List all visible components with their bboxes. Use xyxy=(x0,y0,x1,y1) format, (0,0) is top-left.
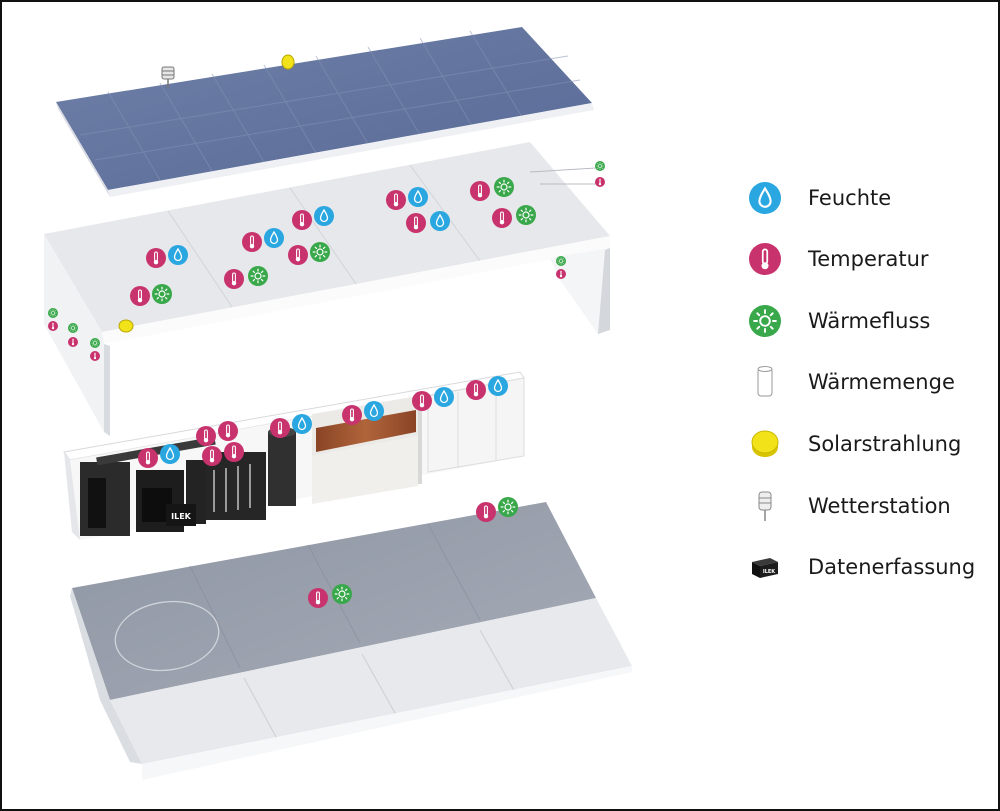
humidity-sensor-icon xyxy=(314,206,334,226)
side-temperature-sensor-icon xyxy=(595,176,605,188)
heatflux-sensor-icon xyxy=(498,497,518,517)
heatflux-sensor-icon xyxy=(310,242,330,262)
side-heatflux-sensor-icon xyxy=(48,307,58,319)
side-heatflux-sensor-icon xyxy=(90,337,100,349)
temperature-sensor-icon xyxy=(470,181,490,201)
temperature-sensor-icon xyxy=(130,286,150,306)
temperature-sensor-icon xyxy=(202,446,222,466)
legend-label: Feuchte xyxy=(808,186,892,210)
temperature-sensor-icon xyxy=(218,421,238,441)
humidity-icon xyxy=(748,181,782,215)
roof-right-wall xyxy=(550,248,610,334)
legend-label: Wärmemenge xyxy=(808,370,955,394)
service-core-layer: ILEK xyxy=(63,371,525,540)
temperature-sensor-icon xyxy=(196,426,216,446)
heat-quantity-icon xyxy=(748,365,782,399)
data-acquisition-box-label: ILEK xyxy=(171,512,192,521)
temperature-sensor-icon xyxy=(224,442,244,462)
humidity-sensor-icon xyxy=(430,211,450,231)
svg-text:ILEK: ILEK xyxy=(763,569,776,575)
legend-label: Datenerfassung xyxy=(808,555,976,579)
legend-label: Temperatur xyxy=(808,247,929,271)
roof-solar-sensor-icon xyxy=(118,319,134,333)
side-temperature-sensor-icon xyxy=(556,268,566,280)
data-acquisition-icon: ILEK xyxy=(748,550,782,584)
temperature-sensor-icon xyxy=(146,248,166,268)
side-temperature-sensor-icon xyxy=(48,320,58,332)
temperature-sensor-icon xyxy=(138,448,158,468)
temperature-sensor-icon xyxy=(386,190,406,210)
temperature-sensor-icon xyxy=(342,405,362,425)
roof-left-wall xyxy=(44,234,104,432)
temperature-sensor-icon xyxy=(224,269,244,289)
legend-label: Wetterstation xyxy=(808,494,951,518)
data-acquisition-box: ILEK xyxy=(166,504,196,526)
heatflux-sensor-icon xyxy=(152,284,172,304)
humidity-sensor-icon xyxy=(488,376,508,396)
temperature-sensor-icon xyxy=(242,232,262,252)
temperature-sensor-icon xyxy=(406,213,426,233)
floor-round-marking xyxy=(114,600,220,672)
legend-item-datenerfassung: ILEK Datenerfassung xyxy=(748,547,975,587)
floor-slab-layer xyxy=(70,502,632,780)
legend-item-waermefluss: Wärmefluss xyxy=(748,301,930,341)
solar-radiation-icon xyxy=(748,427,782,461)
temperature-sensor-icon xyxy=(308,588,328,608)
humidity-sensor-icon xyxy=(434,387,454,407)
floor-top-surface xyxy=(72,502,596,700)
solar-radiation-sensor-icon xyxy=(281,54,295,70)
heatflux-icon xyxy=(748,304,782,338)
humidity-sensor-icon xyxy=(364,401,384,421)
solar-panel-edge xyxy=(108,103,594,197)
humidity-sensor-icon xyxy=(408,187,428,207)
floor-front-slope xyxy=(110,598,632,764)
legend-item-feuchte: Feuchte xyxy=(748,178,891,218)
legend-item-temperatur: Temperatur xyxy=(748,239,929,279)
temperature-sensor-icon xyxy=(270,418,290,438)
side-temperature-sensor-icon xyxy=(90,350,100,362)
side-heatflux-sensor-icon xyxy=(68,322,78,334)
legend-item-waermemenge: Wärmemenge xyxy=(748,362,955,402)
solar-panel-surface xyxy=(56,27,592,190)
heatflux-sensor-icon xyxy=(248,266,268,286)
heatflux-sensor-icon xyxy=(516,205,536,225)
heatflux-sensor-icon xyxy=(332,584,352,604)
humidity-sensor-icon xyxy=(168,245,188,265)
side-heatflux-sensor-icon xyxy=(595,160,605,172)
temperature-sensor-icon xyxy=(492,208,512,228)
temperature-sensor-icon xyxy=(466,380,486,400)
weather-station-icon xyxy=(748,489,782,523)
wooden-storage xyxy=(312,396,422,504)
roof-top-surface xyxy=(44,142,610,332)
humidity-sensor-icon xyxy=(264,228,284,248)
roof-front-edge xyxy=(102,236,610,344)
temperature-sensor-icon xyxy=(292,210,312,230)
side-temperature-sensor-icon xyxy=(68,336,78,348)
legend-label: Wärmefluss xyxy=(808,309,931,333)
heatflux-sensor-icon xyxy=(494,177,514,197)
weather-station-icon xyxy=(161,66,175,88)
thermometer-icon xyxy=(748,242,782,276)
temperature-sensor-icon xyxy=(288,245,308,265)
humidity-sensor-icon xyxy=(160,444,180,464)
legend-label: Solarstrahlung xyxy=(808,432,962,456)
roof-module-layer xyxy=(44,142,610,436)
technical-equipment xyxy=(80,427,296,536)
legend-item-solarstrahlung: Solarstrahlung xyxy=(748,424,961,464)
legend-item-wetterstation: Wetterstation xyxy=(748,486,951,526)
side-heatflux-sensor-icon xyxy=(556,255,566,267)
solar-roof-layer xyxy=(56,27,594,197)
temperature-sensor-icon xyxy=(476,502,496,522)
temperature-sensor-icon xyxy=(412,391,432,411)
humidity-sensor-icon xyxy=(292,414,312,434)
